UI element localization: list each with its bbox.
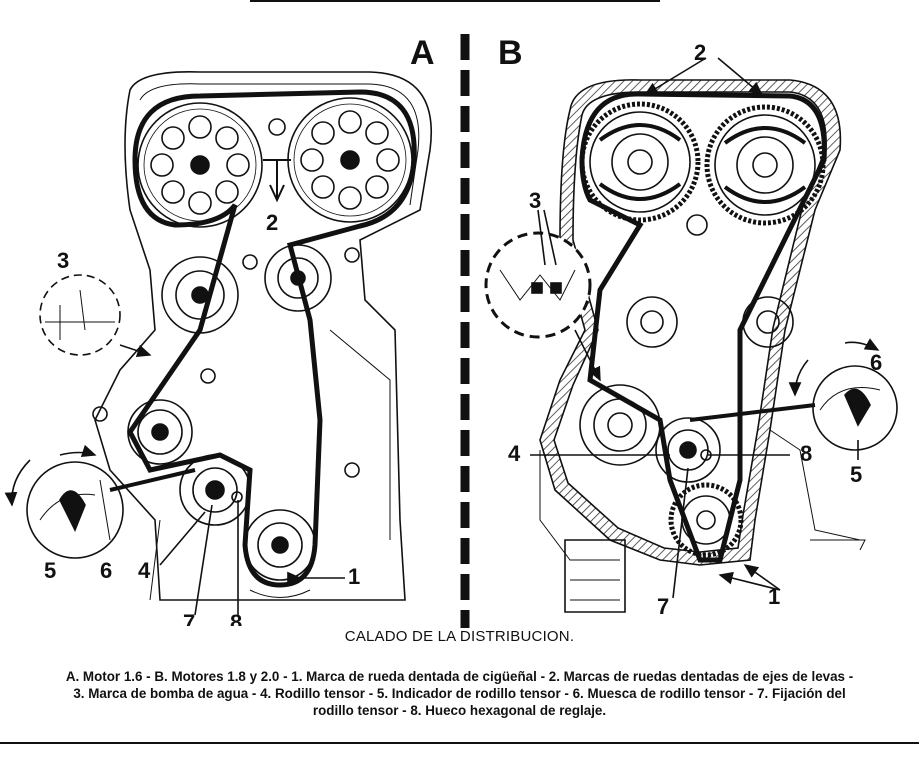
callout-b-3: 3 <box>529 188 542 213</box>
callout-a-4: 4 <box>138 558 151 583</box>
timing-belt-a <box>127 89 417 588</box>
callout-b-2: 2 <box>694 40 707 65</box>
oil-filter-b <box>564 539 626 613</box>
figure-title: CALADO DE LA DISTRIBUCION. <box>344 628 575 645</box>
callout-b-8: 8 <box>800 441 813 466</box>
idler-b-left <box>626 296 678 348</box>
callout-a-5: 5 <box>44 558 57 583</box>
callout-b-5: 5 <box>850 462 863 487</box>
figure-caption: A. Motor 1.6 - B. Motores 1.8 y 2.0 - 1.… <box>20 668 899 719</box>
camshaft-sprocket-a-right <box>287 97 413 223</box>
caption-line-1: A. Motor 1.6 - B. Motores 1.8 y 2.0 - 1.… <box>65 669 854 684</box>
callout-b-7: 7 <box>657 594 670 619</box>
idler-a-left <box>161 256 239 334</box>
caption-line-3: rodillo tensor - 8. Hueco hexagonal de r… <box>312 703 607 718</box>
engine-b-drawing <box>484 57 898 613</box>
detail-inset-a3 <box>39 274 121 356</box>
callout-b-1: 1 <box>768 584 781 609</box>
callout-b-4: 4 <box>508 441 521 466</box>
water-pump-a <box>127 399 193 465</box>
camshaft-sprocket-a-left <box>137 102 263 228</box>
engine-a-cover <box>94 71 432 601</box>
callout-a-1: 1 <box>348 564 361 589</box>
callout-b-6: 6 <box>870 350 883 375</box>
callout-a-3: 3 <box>57 248 70 273</box>
bottom-rule <box>0 742 919 744</box>
callout-a-6: 6 <box>100 558 113 583</box>
camshaft-sprocket-b-right <box>704 104 826 226</box>
timing-belt-b <box>579 91 827 563</box>
crank-sprocket-a <box>244 509 316 581</box>
callout-a-7: 7 <box>183 612 196 626</box>
engine-a-drawing <box>4 71 432 616</box>
caption-line-2: 3. Marca de bomba de agua - 4. Rodillo t… <box>73 686 846 701</box>
panel-letter-a: A <box>410 34 435 72</box>
panel-letter-b: B <box>498 34 523 72</box>
callout-a-8: 8 <box>230 612 243 626</box>
callout-a-2: 2 <box>266 210 279 235</box>
